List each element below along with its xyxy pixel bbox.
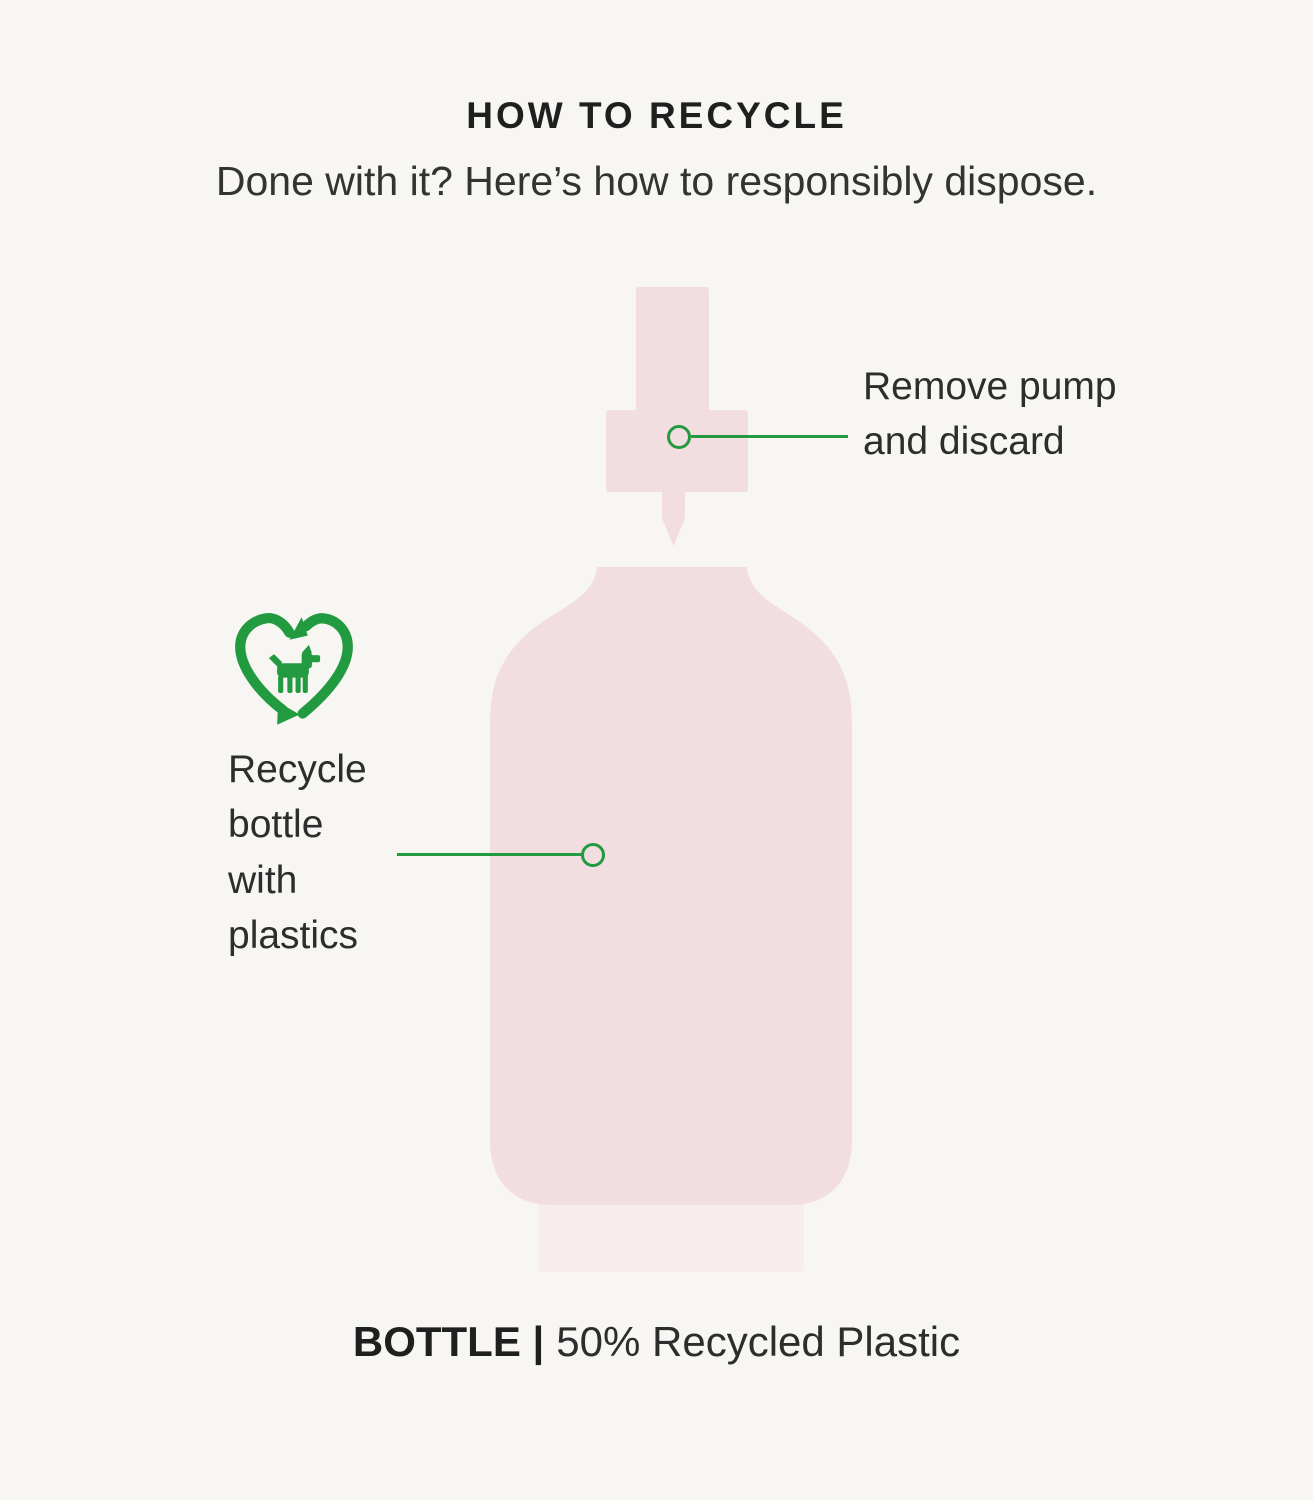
page-subtitle: Done with it? Here’s how to responsibly … — [215, 158, 1098, 204]
footer-material-bold: BOTTLE | — [352, 1318, 545, 1365]
bottle-callout-line — [397, 853, 582, 856]
bottle-callout-marker-icon — [581, 843, 605, 867]
page-title: HOW TO RECYCLE — [466, 95, 847, 136]
pump-sprayer — [636, 287, 709, 415]
pump-callout-line — [691, 435, 848, 438]
heart-arrow-left — [235, 612, 295, 716]
dog-icon — [268, 644, 321, 693]
bottle-callout-label: Recycle bottle with plastics — [228, 748, 367, 958]
recycle-heart-icon — [235, 612, 353, 725]
bottle-base — [538, 1200, 804, 1272]
heart-arrowhead-top — [289, 617, 308, 640]
footer-material-regular: 50% Recycled Plastic — [556, 1318, 961, 1365]
pump-callout-label: Remove pump and discard — [863, 365, 1117, 463]
pump-collar — [606, 410, 748, 492]
pump-stem — [662, 492, 685, 546]
bottle-body — [490, 567, 852, 1205]
pump-callout-marker-icon — [667, 425, 691, 449]
footer-material-label: BOTTLE |50% Recycled Plastic — [0, 1318, 1313, 1366]
heart-arrowhead-bottom — [277, 702, 300, 725]
heart-arrow-right — [297, 613, 353, 719]
